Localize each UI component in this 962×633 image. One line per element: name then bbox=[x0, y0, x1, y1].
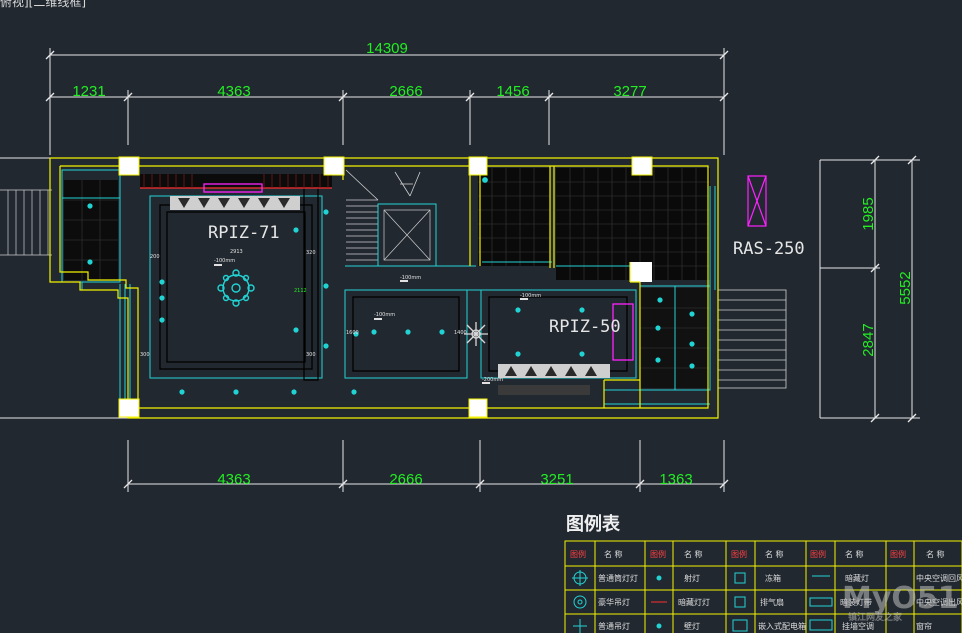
legend-r2-c1: 豪华吊灯 bbox=[598, 597, 630, 607]
legend-header-icon-2: 图例 bbox=[650, 549, 666, 559]
note-dim-l2: 2913 bbox=[230, 249, 243, 255]
room-label-ras250[interactable]: RAS-250 bbox=[733, 239, 805, 259]
room-label-rpiz71[interactable]: RPIZ-71 bbox=[208, 223, 280, 243]
legend-r2-c5: 中央空调出风口 bbox=[916, 597, 962, 607]
legend-r2-c4: 暗装灯带 bbox=[840, 597, 872, 607]
outdoor-unit bbox=[747, 175, 767, 227]
dim-right-total: 5552 bbox=[897, 271, 914, 304]
note-dim-l1: 200 bbox=[150, 254, 160, 260]
structural-columns bbox=[119, 157, 652, 417]
dimension-lines bbox=[0, 48, 920, 492]
legend-r1-c3: 冻箱 bbox=[765, 573, 781, 583]
note-dim-l3: 300 bbox=[140, 352, 150, 358]
legend-r1-c1: 普通筒灯灯 bbox=[598, 573, 638, 583]
chandelier-living bbox=[217, 269, 255, 307]
legend-title: 图例表 bbox=[566, 513, 621, 535]
white-column bbox=[630, 262, 652, 282]
dim-bottom-1: 4363 bbox=[217, 471, 250, 488]
note-offset-2: -100mm bbox=[520, 293, 541, 299]
vent-grille-top bbox=[170, 196, 300, 210]
legend-r2-c3: 排气扇 bbox=[760, 597, 784, 607]
legend-r3-c5: 窗帘 bbox=[916, 621, 932, 631]
note-dim-r1: 320 bbox=[306, 250, 316, 256]
walls bbox=[49, 157, 719, 419]
column-borders bbox=[118, 156, 653, 418]
dim-top-5: 3277 bbox=[613, 83, 646, 100]
note-offset-4: -100mm bbox=[374, 312, 395, 318]
room-label-rpiz50[interactable]: RPIZ-50 bbox=[549, 317, 621, 337]
legend-r3-c1: 普通吊灯 bbox=[598, 621, 630, 631]
downlights bbox=[87, 177, 695, 395]
dim-top-1: 1231 bbox=[72, 83, 105, 100]
note-offset-5: -200mm bbox=[482, 377, 503, 383]
legend-header-icon-1: 图例 bbox=[570, 549, 586, 559]
dim-right-2: 2847 bbox=[860, 323, 877, 356]
cove-bar bbox=[140, 174, 332, 188]
legend-header-name-5: 名 称 bbox=[926, 549, 945, 559]
cove-hatching bbox=[143, 174, 329, 188]
elevator-shaft bbox=[377, 203, 437, 267]
note-dim-r2: 2112 bbox=[294, 288, 307, 294]
note-dim-m1: 1400 bbox=[454, 330, 467, 336]
dim-top-4: 1456 bbox=[496, 83, 529, 100]
legend-header-icon-5: 图例 bbox=[890, 549, 906, 559]
ac-units bbox=[203, 183, 634, 361]
legend-header-name-2: 名 称 bbox=[684, 549, 703, 559]
note-dim-r3: 300 bbox=[306, 352, 316, 358]
dim-bottom-3: 3251 bbox=[540, 471, 573, 488]
dim-top-2: 4363 bbox=[217, 83, 250, 100]
legend-r2-c2: 暗藏灯灯 bbox=[678, 597, 710, 607]
dim-right-1: 1985 bbox=[860, 197, 877, 230]
dim-top-3: 2666 bbox=[389, 83, 422, 100]
dim-overall-top: 14309 bbox=[366, 40, 408, 57]
small-markers bbox=[214, 264, 528, 384]
legend-header-name-3: 名 称 bbox=[765, 549, 784, 559]
legend-table-grid bbox=[564, 540, 962, 633]
central-stair bbox=[345, 169, 421, 261]
viewport-label[interactable]: 俯视][二维线框] bbox=[0, 0, 87, 9]
vent-grille-bottom bbox=[498, 364, 610, 395]
note-offset-1: -100mm bbox=[400, 275, 421, 281]
legend-r3-c4: 挂墙空调 bbox=[842, 621, 874, 631]
legend-r1-c4: 暗藏灯 bbox=[845, 573, 869, 583]
note-offset-3: -100mm bbox=[214, 258, 235, 264]
legend-r3-c3: 嵌入式配电箱 bbox=[758, 621, 806, 631]
note-dim-m2: 1600 bbox=[346, 330, 359, 336]
dim-bottom-2: 2666 bbox=[389, 471, 422, 488]
legend-r1-c5: 中央空调回风口 bbox=[916, 573, 962, 583]
chandelier-dining bbox=[464, 322, 488, 346]
right-exterior bbox=[717, 289, 787, 389]
legend-r3-c2: 壁灯 bbox=[684, 621, 700, 631]
left-stair bbox=[0, 189, 52, 256]
legend-symbols bbox=[572, 570, 833, 633]
dimension-ticks bbox=[45, 50, 917, 489]
legend-header-name-4: 名 称 bbox=[845, 549, 864, 559]
dim-bottom-4: 1363 bbox=[659, 471, 692, 488]
legend-header-icon-3: 图例 bbox=[731, 549, 747, 559]
legend-header-icon-4: 图例 bbox=[810, 549, 826, 559]
legend-header-name-1: 名 称 bbox=[604, 549, 623, 559]
watermark-subtitle: 镇江网友之家 bbox=[848, 611, 903, 623]
watermark-logo: MyO511 bbox=[842, 581, 962, 616]
legend-r1-c2: 射灯 bbox=[684, 573, 700, 583]
